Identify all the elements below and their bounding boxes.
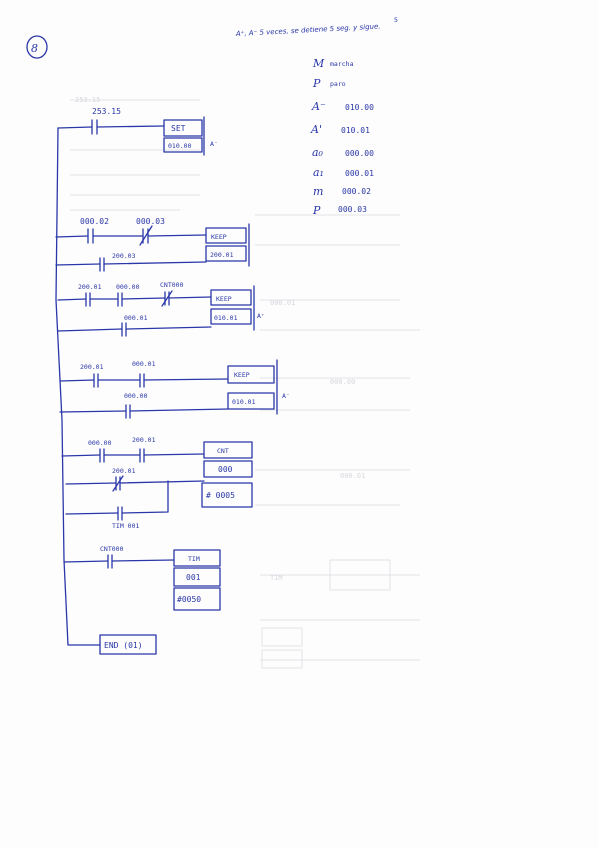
page-number: 8 [31, 42, 38, 55]
legend-addr: 000.00 [345, 149, 374, 158]
output-note: A⁺ [257, 312, 265, 320]
end-label: END (01) [104, 641, 143, 650]
keep-instruction-box [210, 289, 252, 306]
keep-instruction-box [205, 227, 247, 244]
set-instruction-box [163, 119, 203, 137]
contact-label: TIM 001 [112, 522, 139, 530]
contact-label: 000.01 [124, 314, 148, 322]
contact-label: 000.00 [88, 439, 112, 447]
legend-key: m [313, 185, 323, 198]
tim-number-box [173, 567, 221, 587]
contact-label: CNT000 [100, 545, 124, 553]
legend-key: P [312, 77, 321, 90]
contact-label: 253.15 [92, 107, 121, 116]
instruction-label: KEEP [234, 371, 250, 379]
legend-key: P [312, 204, 321, 217]
contact-label: 000.00 [124, 392, 148, 400]
bleed-through-background: 253.15 000.01 000.00 000.01 TIM [70, 96, 420, 669]
timer-number: 001 [186, 573, 201, 582]
page-number-circle [26, 35, 48, 59]
contact-label: 000.02 [80, 217, 109, 226]
instruction-label: CNT [217, 447, 229, 455]
rung-3: 200.01 000.00 CNT000 000.01 KEEP 010.01 … [57, 281, 265, 337]
rung-4: 200.01 000.01 000.00 KEEP 010.01 A⁻ [59, 359, 290, 419]
svg-text:000.01: 000.01 [270, 299, 295, 307]
keep-operand-box [210, 308, 252, 325]
contact-label: 000.01 [132, 360, 156, 368]
cnt-number-box [203, 460, 253, 478]
set-operand-box [163, 137, 203, 153]
instruction-label: KEEP [216, 295, 232, 303]
legend-desc: paro [330, 80, 346, 88]
operand-label: 010.01 [214, 314, 238, 322]
rung-1: 253.15 SET 010.00 A⁻ [57, 107, 218, 156]
contact-label: 000.03 [136, 217, 165, 226]
end-instruction-box [99, 634, 157, 655]
left-power-rail [55, 127, 101, 646]
instruction-label: TIM [188, 555, 200, 563]
legend-key: a₁ [313, 166, 324, 179]
svg-text:000.01: 000.01 [340, 472, 365, 480]
contact-label: 200.01 [112, 467, 136, 475]
cnt-setvalue-box [201, 482, 253, 508]
operand-label: 200.01 [210, 251, 234, 259]
contact-label: 200.01 [132, 436, 156, 444]
legend-addr: 010.01 [341, 126, 370, 135]
operand-label: 010.00 [168, 142, 192, 150]
rung-2: 000.02 000.03 200.03 KEEP 200.01 [55, 217, 250, 272]
counter-setvalue: # 0005 [206, 491, 235, 500]
page-heading: A⁺, A⁻ 5 veces, se detiene 5 seg. y sigu… [235, 22, 381, 38]
svg-text:253.15: 253.15 [75, 96, 100, 104]
legend-desc: marcha [330, 60, 354, 68]
legend-key: A' [310, 123, 322, 136]
tim-instruction-box [173, 549, 221, 567]
legend-addr: 000.01 [345, 169, 374, 178]
contact-label: 200.01 [80, 363, 104, 371]
legend-key: A⁻ [311, 100, 326, 113]
contact-label: 200.01 [78, 283, 102, 291]
legend-addr: 000.02 [342, 187, 371, 196]
legend-addr: 010.00 [345, 103, 374, 112]
svg-text:TIM: TIM [270, 574, 283, 582]
legend-key: a₀ [312, 146, 324, 159]
rung-5: 000.00 200.01 200.01 TIM 001 CNT 000 # 0… [61, 436, 253, 530]
timer-setvalue: #0050 [177, 595, 201, 604]
operand-label: 010.01 [232, 398, 256, 406]
output-note: A⁻ [210, 140, 218, 148]
end-rung: END (01) [99, 634, 157, 655]
contact-label: CNT000 [160, 281, 184, 289]
rung-6: CNT000 TIM 001 #0050 [63, 545, 221, 611]
instruction-label: KEEP [211, 233, 227, 241]
io-legend: M marcha P paro A⁻ 010.00 A' 010.01 a₀ 0… [310, 57, 374, 217]
counter-number: 000 [218, 465, 233, 474]
svg-text:000.00: 000.00 [330, 378, 355, 386]
legend-key: M [312, 57, 325, 70]
output-note: A⁻ [282, 392, 290, 400]
contact-label: 000.00 [116, 283, 140, 291]
instruction-label: SET [171, 124, 186, 133]
legend-addr: 000.03 [338, 205, 367, 214]
header-small-mark: 5 [394, 16, 398, 24]
tim-setvalue-box [173, 587, 221, 611]
contact-label: 200.03 [112, 252, 136, 260]
cnt-instruction-box [203, 441, 253, 459]
keep-operand-box [227, 392, 275, 410]
keep-instruction-box [227, 365, 275, 384]
keep-operand-box [205, 245, 247, 262]
